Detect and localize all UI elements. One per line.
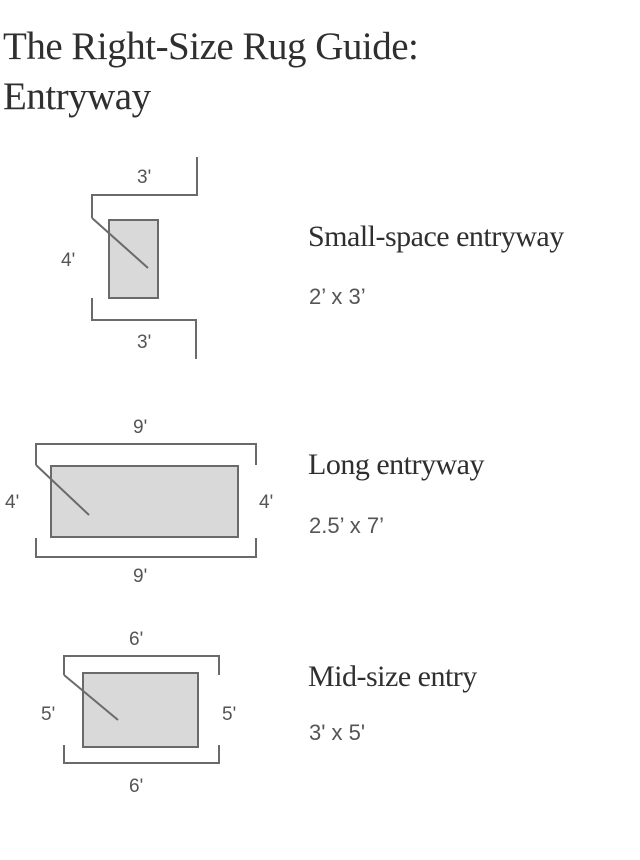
small-entry-bottom-wall [91,298,197,359]
mid-entry-top-dimension: 6' [129,629,143,650]
long-entry-top-dimension: 9' [133,417,147,438]
long-entry-plan: 9' 4' 4' 9' [5,417,273,587]
mid-entry-size: 3' x 5' [309,720,366,745]
small-entry-plan: 3' 4' 3' [61,157,198,359]
small-entry-name: Small-space entryway [308,220,564,253]
mid-entry-bottom-dimension: 6' [129,776,143,797]
small-entry-top-wall [91,157,198,218]
long-entry-size: 2.5’ x 7’ [309,513,385,538]
mid-entry-bottom-wall [63,745,220,764]
guide-title: The Right-Size Rug Guide: Entryway [3,22,603,122]
mid-entry-door-swing [63,674,119,721]
guide-title-line-1: The Right-Size Rug Guide: [3,25,419,68]
mid-entry-top-wall [63,655,220,675]
small-entry-door-swing [91,217,149,269]
long-entry-rug [50,465,239,538]
long-entry-top-wall [35,443,257,465]
mid-entry-plan: 6' 5' 5' 6' [41,629,236,797]
mid-entry-left-dimension: 5' [41,704,55,725]
long-entry-name: Long entryway [308,448,484,481]
mid-entry-rug [82,672,199,748]
long-entry-door-swing [35,464,90,516]
mid-entry-right-dimension: 5' [222,704,236,725]
guide-title-line-2: Entryway [3,75,151,118]
long-entry-right-dimension: 4' [259,492,273,513]
small-entry-left-dimension: 4' [61,250,75,271]
long-entry-left-dimension: 4' [5,492,19,513]
small-entry-top-dimension: 3' [137,167,151,188]
small-entry-bottom-dimension: 3' [137,332,151,353]
small-entry-size: 2’ x 3’ [309,284,366,309]
small-entry-rug [108,219,159,299]
long-entry-bottom-wall [35,538,257,558]
long-entry-bottom-dimension: 9' [133,566,147,587]
mid-entry-name: Mid-size entry [308,660,477,693]
